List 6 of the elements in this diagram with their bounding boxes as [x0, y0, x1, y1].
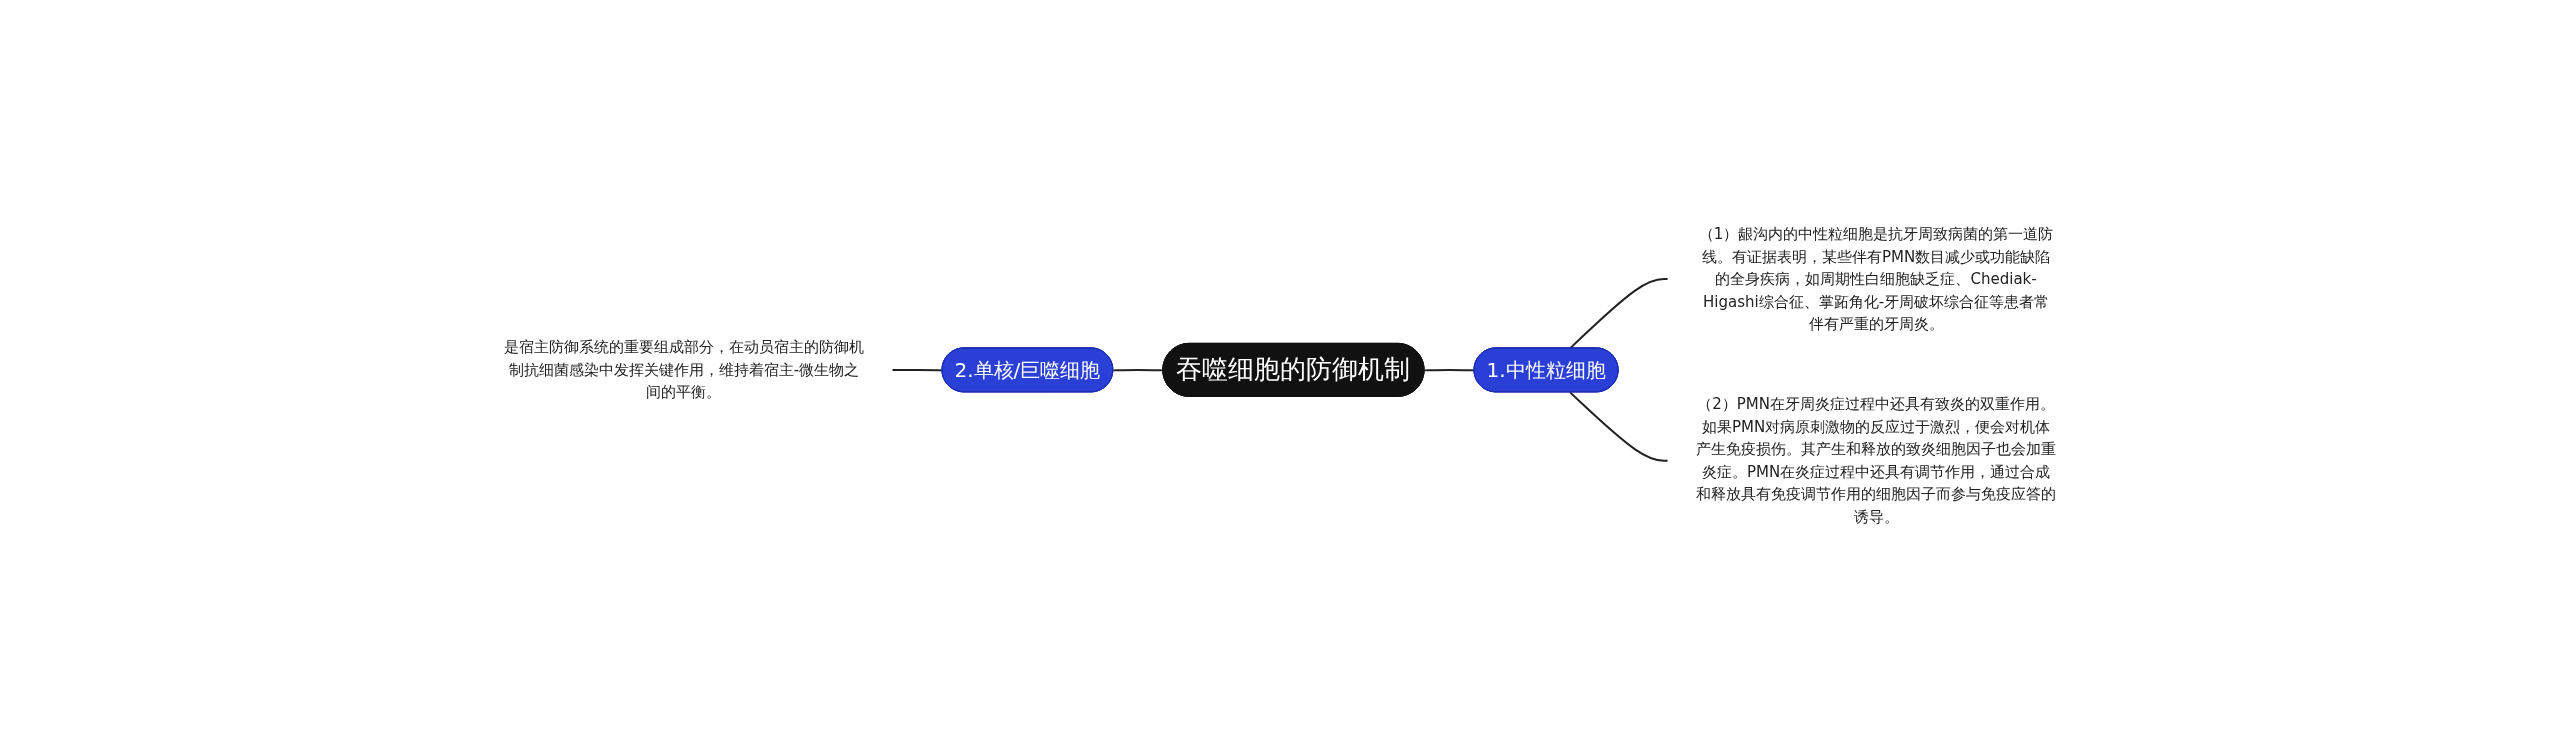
connector [1569, 391, 1670, 462]
connector [1423, 369, 1476, 372]
node-text: （1）龈沟内的中性粒细胞是抗牙周致病菌的第一道防线。有证据表明，某些伴有PMN数目减少或功能缺陷的全身疾病，如周期性白细胞缺乏症、Chediak-Higashi综合征、掌跖角化-牙周破坏综合征等患者常伴有严重的牙周炎。 [1698, 224, 2054, 333]
node-text: 是宿主防御系统的重要组成部分，在动员宿主的防御机制抗细菌感染中发挥关键作用，维持着宿主-微生物之间的平衡。 [503, 338, 864, 402]
connector [890, 368, 944, 372]
node-text: （2）PMN在牙周炎症过程中还具有致炎的双重作用。如果PMN对病原刺激物的反应过于激烈，便会对机体产生免疫损伤。其产生和释放的致炎细胞因子也会加重炎症。PMN在炎症过程中还具有调节作用，通过合成和释放具有免疫调节作用的细胞因子而参与免疫应答的诱导。 [1696, 395, 2057, 526]
